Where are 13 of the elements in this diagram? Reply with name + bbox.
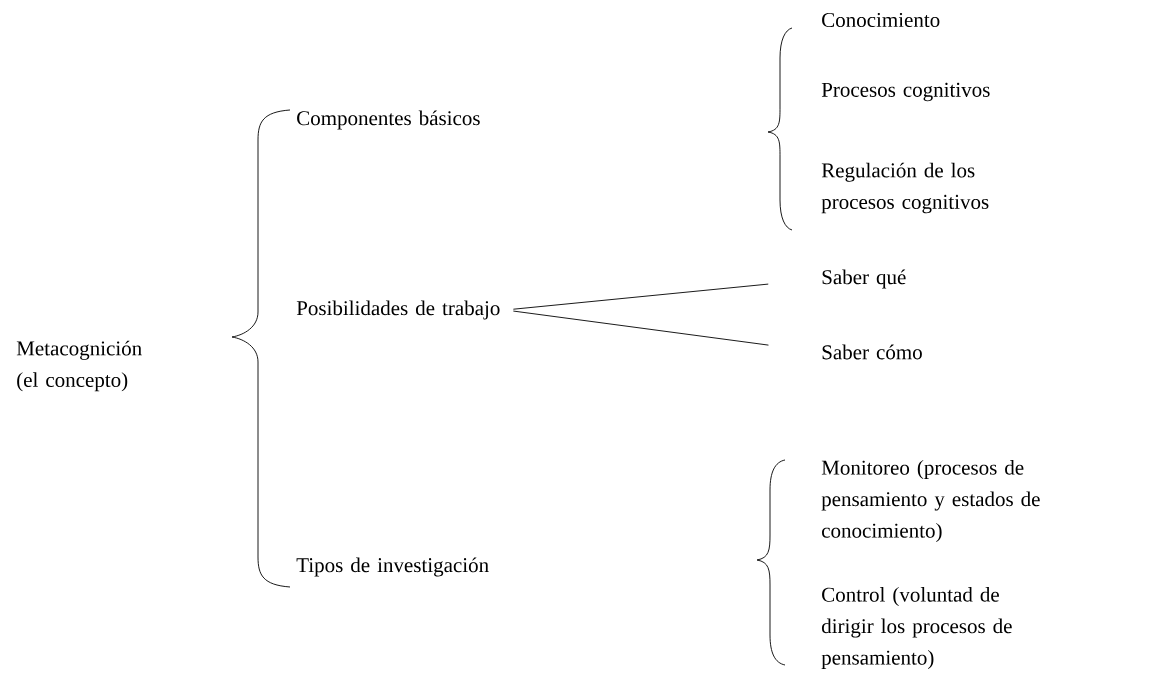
concept-label: Control (voluntad de dirigir los procesos de pensamiento) (821, 586, 1012, 669)
connector-line (512, 283, 769, 310)
connector-line (512, 310, 769, 346)
concept-label: Regulación de los procesos cognitivos (821, 162, 989, 214)
concept-label: Saber cómo (822, 344, 922, 360)
concept-label: Monitoreo (procesos de pensamiento y estados de conocimiento) (821, 459, 1040, 542)
concept-label: Procesos cognitivos (821, 82, 990, 102)
concept-label: Tipos de investigación (296, 557, 489, 577)
concept-label: Posibilidades de trabajo (296, 300, 500, 320)
concept-label: Componentes básicos (297, 110, 480, 130)
concept-label: Saber qué (822, 269, 906, 289)
concept-label: Metacognición (el concepto) (16, 340, 142, 392)
concept-label: Conocimiento (822, 12, 940, 28)
